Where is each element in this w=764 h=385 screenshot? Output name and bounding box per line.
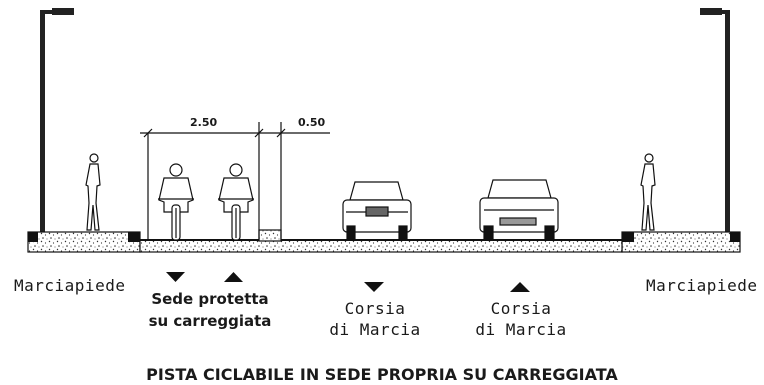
lane2-label-line2: di Marcia xyxy=(475,320,567,339)
lane1-label-line2: di Marcia xyxy=(329,320,421,339)
dimension-lines xyxy=(140,122,330,240)
arrow-down-icon xyxy=(364,282,384,292)
arrow-up-icon xyxy=(510,282,530,292)
left-sidewalk xyxy=(27,231,141,253)
diagram-caption: PISTA CICLABILE IN SEDE PROPRIA SU CARRE… xyxy=(146,365,618,384)
pedestrian-icon xyxy=(640,153,656,231)
right-sidewalk xyxy=(621,231,741,253)
dimension-curb-width: 0.50 xyxy=(298,116,326,129)
arrow-up-icon xyxy=(224,272,243,282)
left-sidewalk-label: Marciapiede xyxy=(14,276,126,295)
lane1-label-line1: Corsia xyxy=(344,299,406,318)
street-lamp-icon xyxy=(700,8,730,232)
dimension-lane-width: 2.50 xyxy=(190,116,218,129)
bike-lane-label-line1: Sede protetta xyxy=(151,290,269,308)
separator-curb xyxy=(258,229,282,242)
car-front-icon xyxy=(342,181,412,241)
right-sidewalk-label: Marciapiede xyxy=(646,276,758,295)
roadway xyxy=(139,239,623,253)
street-lamp-icon xyxy=(40,8,74,232)
lane2-label-line1: Corsia xyxy=(490,299,552,318)
car-rear-icon xyxy=(479,179,559,241)
cyclist-icon xyxy=(218,163,254,241)
pedestrian-icon xyxy=(85,153,101,231)
arrow-down-icon xyxy=(166,272,185,282)
cyclist-icon xyxy=(158,163,194,241)
bike-lane-label-line2: su carreggiata xyxy=(148,312,272,330)
